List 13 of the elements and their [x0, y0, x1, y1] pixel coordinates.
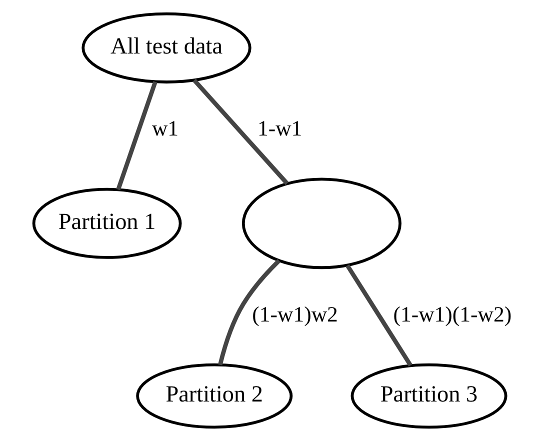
connector: [192, 78, 289, 185]
node-ellipse: Partition 3: [350, 363, 508, 429]
edge-label: (1-w1)(1-w2): [393, 302, 512, 326]
node-ellipse: Partition 1: [32, 188, 182, 259]
node-ellipse: Partition 2: [136, 363, 293, 429]
node-ellipse: [242, 178, 402, 270]
edge-label: 1-w1: [257, 116, 302, 141]
connector: [218, 259, 281, 366]
edge-label: (1-w1)w2: [252, 302, 338, 326]
connector: [116, 81, 158, 190]
edge-label: w1: [152, 116, 179, 141]
node-ellipse: All test data: [82, 12, 252, 84]
connector: [346, 264, 412, 367]
